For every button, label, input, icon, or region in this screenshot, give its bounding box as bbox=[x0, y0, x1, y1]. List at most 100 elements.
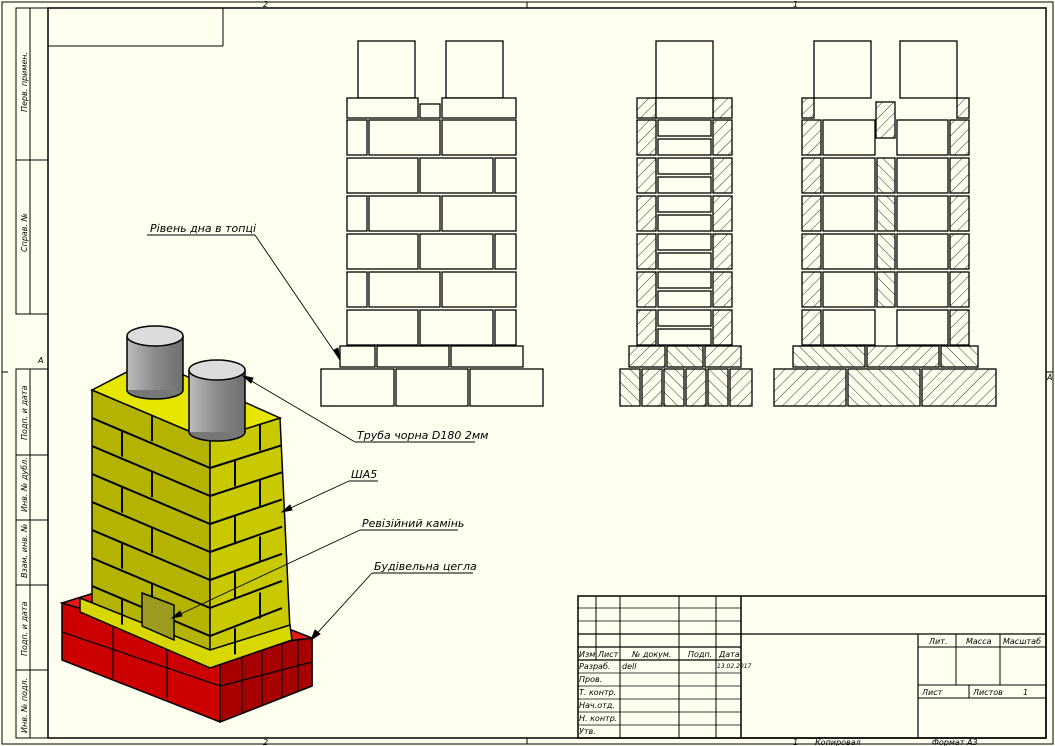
strip-podp-data-1: Подп. и дата bbox=[20, 385, 29, 440]
brick bbox=[657, 290, 712, 308]
tb-razrab-date: 13.02.2017 bbox=[717, 663, 752, 670]
brick bbox=[896, 119, 949, 156]
brick bbox=[441, 271, 517, 308]
left-strip bbox=[15, 7, 49, 739]
tb-utv: Утв. bbox=[579, 727, 596, 736]
section-view-1 bbox=[619, 40, 753, 407]
hatched-brick bbox=[949, 233, 970, 270]
hatched-brick bbox=[712, 157, 733, 194]
brick bbox=[346, 119, 368, 156]
hatched-brick bbox=[876, 195, 896, 232]
brick bbox=[822, 119, 876, 156]
hatched-brick bbox=[636, 233, 657, 270]
strip-sprav-no: Справ. № bbox=[20, 213, 29, 252]
hatched-brick bbox=[712, 309, 733, 346]
strip-inv-dubl: Инв. № дубл. bbox=[20, 457, 29, 512]
brick-joint bbox=[209, 444, 283, 469]
brick-joint bbox=[91, 529, 211, 581]
hatched-brick bbox=[949, 309, 970, 346]
brick bbox=[441, 195, 517, 232]
brick bbox=[346, 309, 419, 346]
brick bbox=[896, 195, 949, 232]
brick bbox=[822, 271, 876, 308]
brick-joint bbox=[209, 552, 283, 581]
tb-razrab: Разраб. bbox=[579, 662, 610, 671]
hatched-brick bbox=[801, 157, 822, 194]
hatched-brick bbox=[801, 309, 822, 346]
tb-n-kontr: Н. контр. bbox=[579, 714, 617, 723]
brick bbox=[657, 309, 712, 327]
hatched-brick bbox=[636, 271, 657, 308]
brick bbox=[822, 233, 876, 270]
brick bbox=[494, 233, 517, 270]
brick bbox=[494, 157, 517, 194]
tb-listov-value: 1 bbox=[1023, 688, 1028, 697]
hatched-brick bbox=[636, 119, 657, 156]
hatched-brick bbox=[876, 271, 896, 308]
hatched-brick bbox=[712, 195, 733, 232]
callout-reviziinyi: Ревізійний камінь bbox=[362, 517, 464, 530]
brick-joint bbox=[209, 471, 283, 497]
isometric-view bbox=[59, 325, 313, 724]
hatched-brick bbox=[712, 271, 733, 308]
tb-nach-otd: Нач.отд. bbox=[579, 701, 615, 710]
brick bbox=[822, 195, 876, 232]
hatched-brick bbox=[636, 195, 657, 232]
brick bbox=[368, 271, 441, 308]
brick bbox=[896, 271, 949, 308]
brick bbox=[657, 176, 712, 194]
brick bbox=[441, 119, 517, 156]
brick bbox=[494, 309, 517, 346]
footer-list-no: 1 bbox=[793, 738, 798, 746]
brick bbox=[368, 195, 441, 232]
brick bbox=[822, 309, 876, 346]
brick bbox=[346, 271, 368, 308]
brick bbox=[657, 119, 712, 137]
zone-top-1: 1 bbox=[793, 0, 798, 9]
brick bbox=[419, 233, 494, 270]
strip-vzam-inv: Взам. инв. № bbox=[20, 524, 29, 578]
tb-list2: Лист bbox=[921, 688, 943, 697]
brick bbox=[657, 157, 712, 175]
hatched-brick bbox=[801, 233, 822, 270]
front-view bbox=[320, 40, 544, 407]
brick bbox=[822, 157, 876, 194]
hatched-brick bbox=[636, 309, 657, 346]
brick-joint bbox=[91, 473, 211, 525]
zone-top-2: 2 bbox=[263, 0, 268, 9]
brick-joint bbox=[91, 417, 211, 469]
brick bbox=[346, 157, 419, 194]
hatched-brick bbox=[876, 157, 896, 194]
brick bbox=[657, 214, 712, 232]
brick bbox=[657, 233, 712, 251]
tb-lit: Лит. bbox=[928, 637, 947, 646]
tb-massa: Масса bbox=[966, 637, 992, 646]
tb-podp: Подп. bbox=[688, 650, 712, 659]
zone-bottom-2: 2 bbox=[263, 738, 268, 746]
tb-data: Дата bbox=[718, 650, 740, 659]
brick-joint bbox=[209, 525, 283, 553]
hatched-brick bbox=[801, 271, 822, 308]
strip-inv-podl: Инв. № подл. bbox=[20, 678, 29, 733]
hatched-brick bbox=[801, 119, 822, 156]
callout-leaders bbox=[147, 234, 475, 642]
strip-perv-primen: Перв. примен. bbox=[20, 52, 29, 112]
hatched-brick bbox=[712, 119, 733, 156]
brick bbox=[419, 157, 494, 194]
brick bbox=[346, 233, 419, 270]
hatched-brick bbox=[949, 119, 970, 156]
brick bbox=[419, 309, 494, 346]
brick-joint bbox=[209, 498, 283, 525]
brick bbox=[896, 233, 949, 270]
brick-joint bbox=[209, 607, 283, 637]
footer-format: Формат А3 bbox=[932, 738, 978, 746]
strip-podp-data-2: Подп. и дата bbox=[20, 601, 29, 656]
section-view-2 bbox=[773, 40, 997, 407]
tb-izm: Изм. bbox=[579, 650, 598, 659]
callout-truba: Труба чорна D180 2мм bbox=[357, 429, 488, 442]
brick bbox=[657, 271, 712, 289]
tb-masshtab: Масштаб bbox=[1003, 637, 1041, 646]
title-block bbox=[577, 595, 1047, 739]
brick bbox=[657, 328, 712, 346]
